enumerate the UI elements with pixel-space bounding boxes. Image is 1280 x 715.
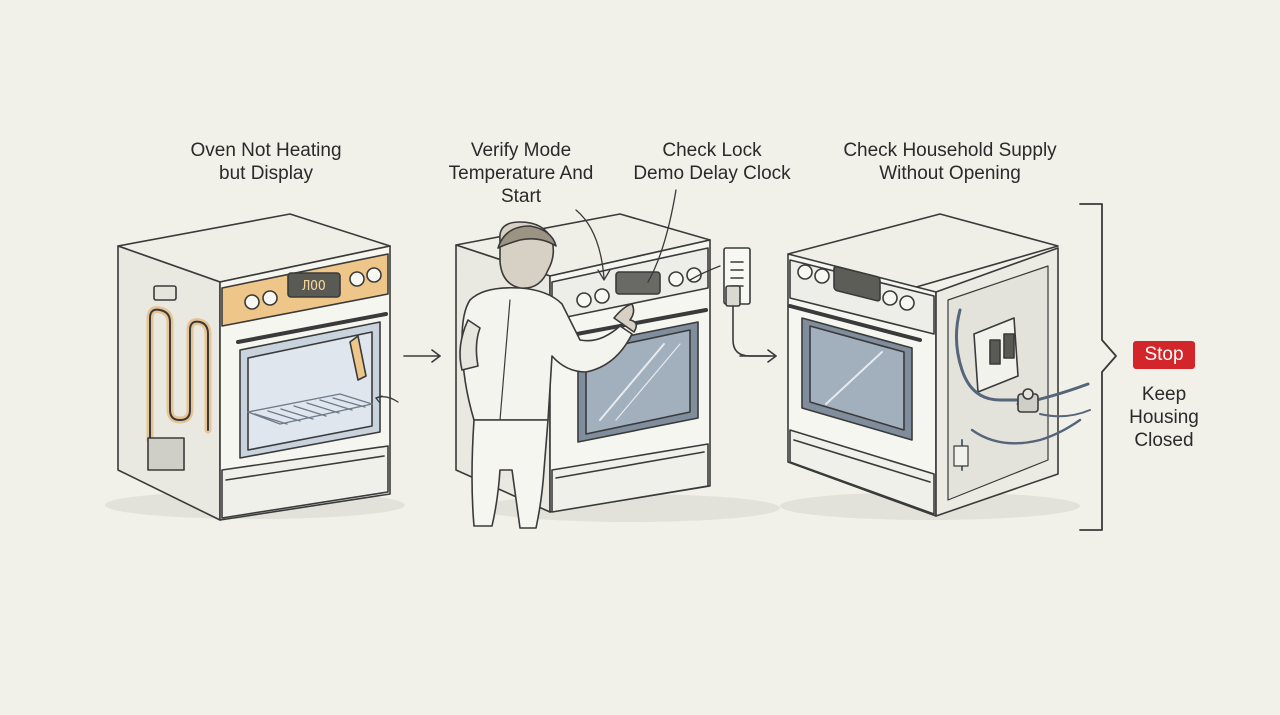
- step-4-label: Check Household Supply Without Opening: [843, 140, 1057, 184]
- knob-icon: [797, 264, 813, 280]
- outcome-note: Keep Housing Closed: [1129, 384, 1199, 451]
- oven-supply-illustration: [780, 213, 1091, 520]
- knob-icon: [594, 288, 610, 304]
- oven-with-user-illustration: [455, 189, 780, 529]
- wall-outlet: [723, 247, 771, 357]
- knob-icon: [882, 290, 898, 306]
- temperature-sensor: [349, 335, 367, 381]
- knob-icon: [349, 271, 365, 287]
- arrow-icon: [403, 349, 441, 363]
- knob-icon: [668, 271, 684, 287]
- step-1-label: Oven Not Heating but Display: [190, 140, 342, 184]
- gas-valve: [1017, 388, 1039, 413]
- knob-icon: [262, 290, 278, 306]
- knob-icon: [244, 294, 260, 310]
- stop-badge: Stop: [1133, 341, 1195, 369]
- arrow-icon: [739, 349, 777, 363]
- oven-rack: [247, 393, 373, 425]
- step-2-label: Verify Mode Temperature And Start: [448, 140, 594, 207]
- knob-icon: [686, 267, 702, 283]
- digital-display: [833, 265, 881, 302]
- person-figure: [459, 221, 638, 529]
- knob-icon: [899, 295, 915, 311]
- digital-display: [287, 272, 341, 298]
- knob-icon: [366, 267, 382, 283]
- step-3-label: Check Lock Demo Delay Clock: [633, 140, 791, 184]
- breaker-box: [973, 317, 1019, 393]
- heating-element: [146, 285, 212, 471]
- outcome-bracket: [1079, 203, 1117, 531]
- svg-text:ЛОО: ЛОО: [302, 279, 326, 294]
- digital-display: [615, 271, 661, 295]
- knob-icon: [576, 292, 592, 308]
- oven-cutaway-illustration: ЛОО: [105, 213, 405, 521]
- knob-icon: [814, 268, 830, 284]
